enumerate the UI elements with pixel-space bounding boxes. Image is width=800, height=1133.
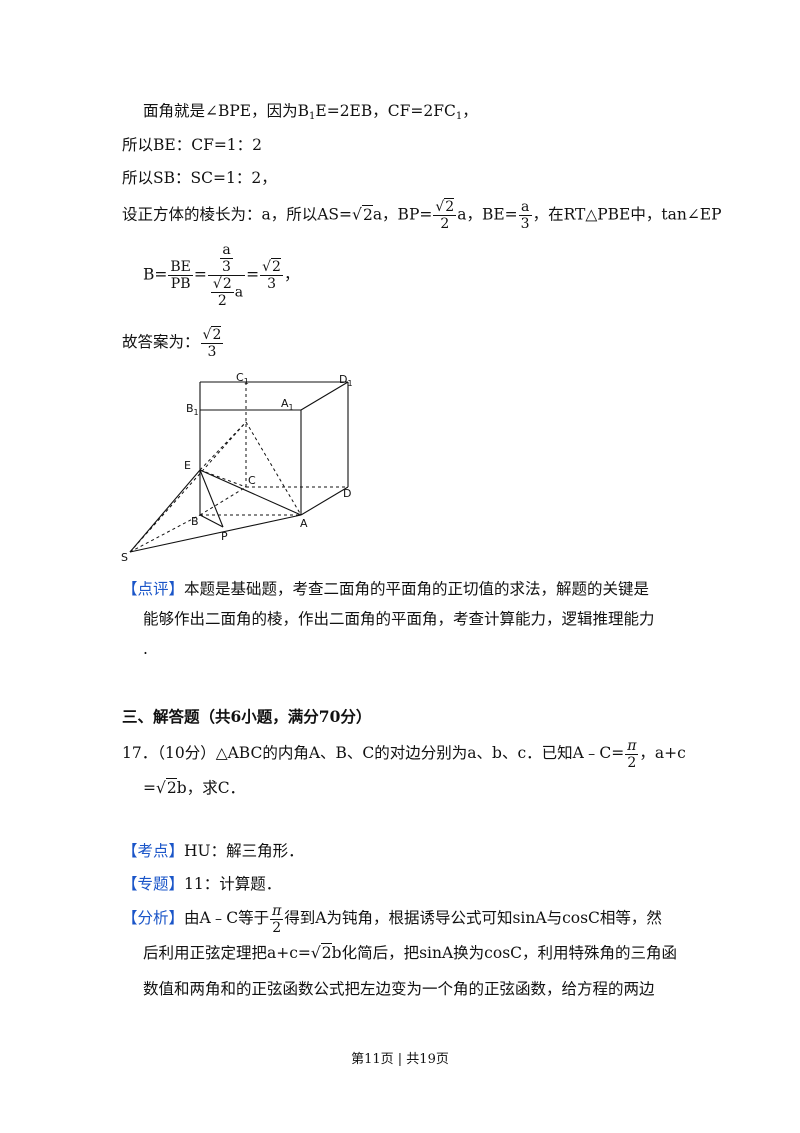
hidden-edge-e-top bbox=[199, 421, 247, 471]
line4-part-a: 设正方体的棱长为：a，所以AS= bbox=[122, 205, 353, 224]
zhuanti-line: 【专题】11：计算题． bbox=[122, 875, 282, 893]
label-e: E bbox=[184, 459, 191, 472]
section-title: 三、解答题（共6小题，满分70分） bbox=[122, 707, 372, 726]
hidden-edge-s-top bbox=[129, 421, 247, 553]
hidden-edge-s-b bbox=[129, 514, 201, 553]
hidden-edge-top-a bbox=[245, 421, 302, 516]
label-p: P bbox=[221, 530, 228, 543]
line4-part-d: ，在RT△PBE中，tan∠EP bbox=[532, 205, 722, 224]
comment-tag: 【点评】 bbox=[122, 580, 185, 598]
comment-line-2: 能够作出二面角的棱，作出二面角的平面角，考查计算能力，逻辑推理能力 bbox=[143, 610, 655, 628]
line1-part-c: ， bbox=[462, 102, 478, 120]
edge-s-e bbox=[129, 469, 201, 553]
formula-lhs: B= bbox=[143, 265, 168, 284]
edge-a1-d1 bbox=[300, 381, 349, 411]
line4-part-b: a，BP= bbox=[372, 205, 433, 224]
label-b: B bbox=[191, 515, 199, 528]
cube-figure: C1 D1 B1 A1 E C D B A P S bbox=[121, 371, 353, 564]
label-d1: D1 bbox=[339, 373, 353, 388]
answer-label: 故答案为： bbox=[122, 333, 200, 351]
label-s: S bbox=[121, 551, 128, 564]
fenxi-line-3: 数值和两角和的正弦函数公式把左边变为一个角的正弦函数，给方程的两边 bbox=[143, 980, 655, 998]
edge-b-p bbox=[199, 514, 224, 528]
edge-s-a bbox=[129, 514, 302, 553]
line1-part-a: 面角就是∠BPE，因为B bbox=[143, 102, 310, 120]
hidden-edge-b-c bbox=[199, 486, 247, 516]
comment-line-1: 【点评】本题是基础题，考查二面角的平面角的正切值的求法，解题的关键是 bbox=[122, 580, 650, 598]
comment-line-3: . bbox=[143, 640, 148, 658]
edge-e-p bbox=[199, 469, 224, 528]
text-line-2: 所以BE：CF=1：2 bbox=[122, 136, 263, 154]
kaodian-line: 【考点】HU：解三角形． bbox=[122, 842, 304, 860]
text-line-3: 所以SB：SC=1：2， bbox=[122, 169, 277, 187]
label-a: A bbox=[300, 517, 308, 530]
zhuanti-tag: 【专题】 bbox=[122, 875, 185, 893]
line4-part-c: a，BE= bbox=[457, 205, 518, 224]
page-footer: 第11页 | 共19页 bbox=[351, 1052, 449, 1067]
sqrt-radicand: 2 bbox=[361, 204, 373, 224]
text-line-1: 面角就是∠BPE，因为B1E=2EB，CF=2FC1， bbox=[143, 100, 478, 128]
edge-e-a bbox=[199, 469, 302, 516]
question-17-line-2: =√2b，求C． bbox=[143, 778, 246, 797]
line1-part-b: E=2EB，CF=2FC bbox=[315, 102, 456, 120]
kaodian-tag: 【考点】 bbox=[122, 842, 185, 860]
subscript: 1 bbox=[309, 111, 316, 122]
label-c1: C1 bbox=[236, 371, 249, 386]
edge-a-d bbox=[300, 486, 349, 516]
fenxi-tag: 【分析】 bbox=[122, 909, 185, 927]
label-a1: A1 bbox=[281, 397, 294, 412]
label-b1: B1 bbox=[186, 402, 199, 417]
hidden-edge-e-c bbox=[199, 469, 247, 488]
subscript: 1 bbox=[455, 111, 463, 122]
sqrt-symbol: √ bbox=[352, 205, 362, 224]
label-d: D bbox=[343, 487, 351, 500]
label-c: C bbox=[248, 474, 256, 487]
fenxi-line-2: 后利用正弦定理把a+c=√2b化简后，把sinA换为cosC，利用特殊角的三角函 bbox=[143, 943, 678, 962]
